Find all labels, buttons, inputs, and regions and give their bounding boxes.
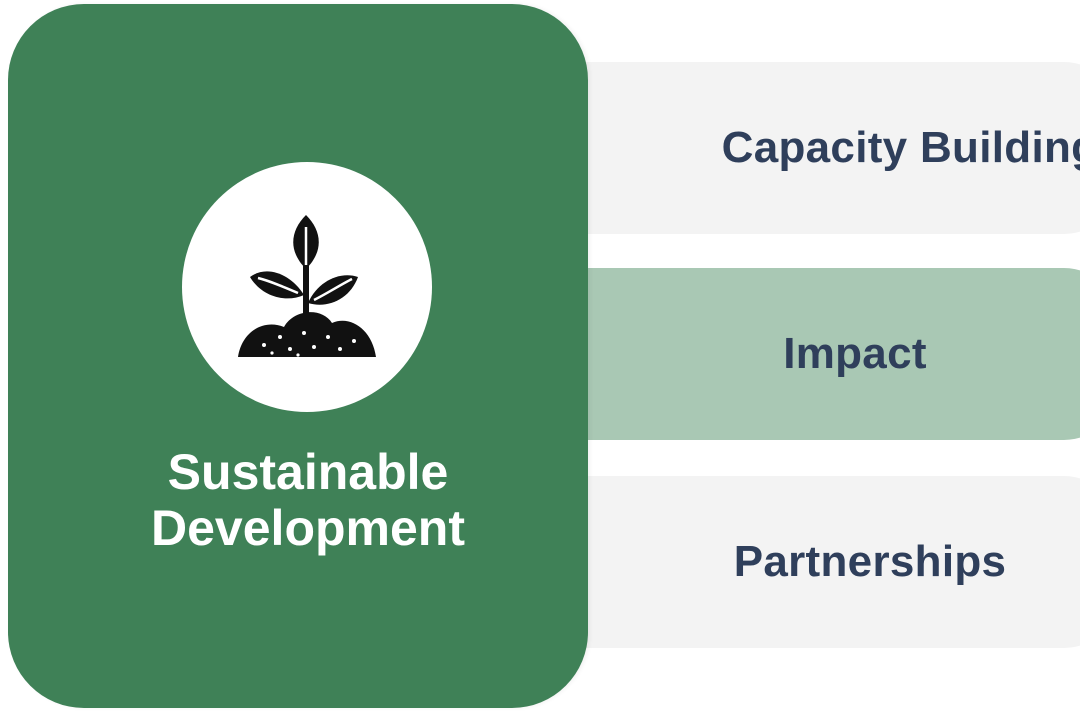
main-title-line1: Sustainable <box>167 444 449 500</box>
tab-label: Capacity Building <box>721 123 1080 172</box>
icon-circle <box>182 162 432 412</box>
main-title-line2: Development <box>151 500 465 556</box>
plant-sprout-icon <box>238 215 376 357</box>
tab-partnerships: Partnerships <box>520 476 1080 648</box>
tab-label: Impact <box>783 329 927 378</box>
tab-capacity-building: Capacity Building <box>520 62 1080 234</box>
main-card: Sustainable Development <box>8 4 588 708</box>
tab-impact: Impact <box>520 268 1080 440</box>
main-title: Sustainable Development <box>8 444 608 556</box>
tab-label: Partnerships <box>733 537 1007 586</box>
